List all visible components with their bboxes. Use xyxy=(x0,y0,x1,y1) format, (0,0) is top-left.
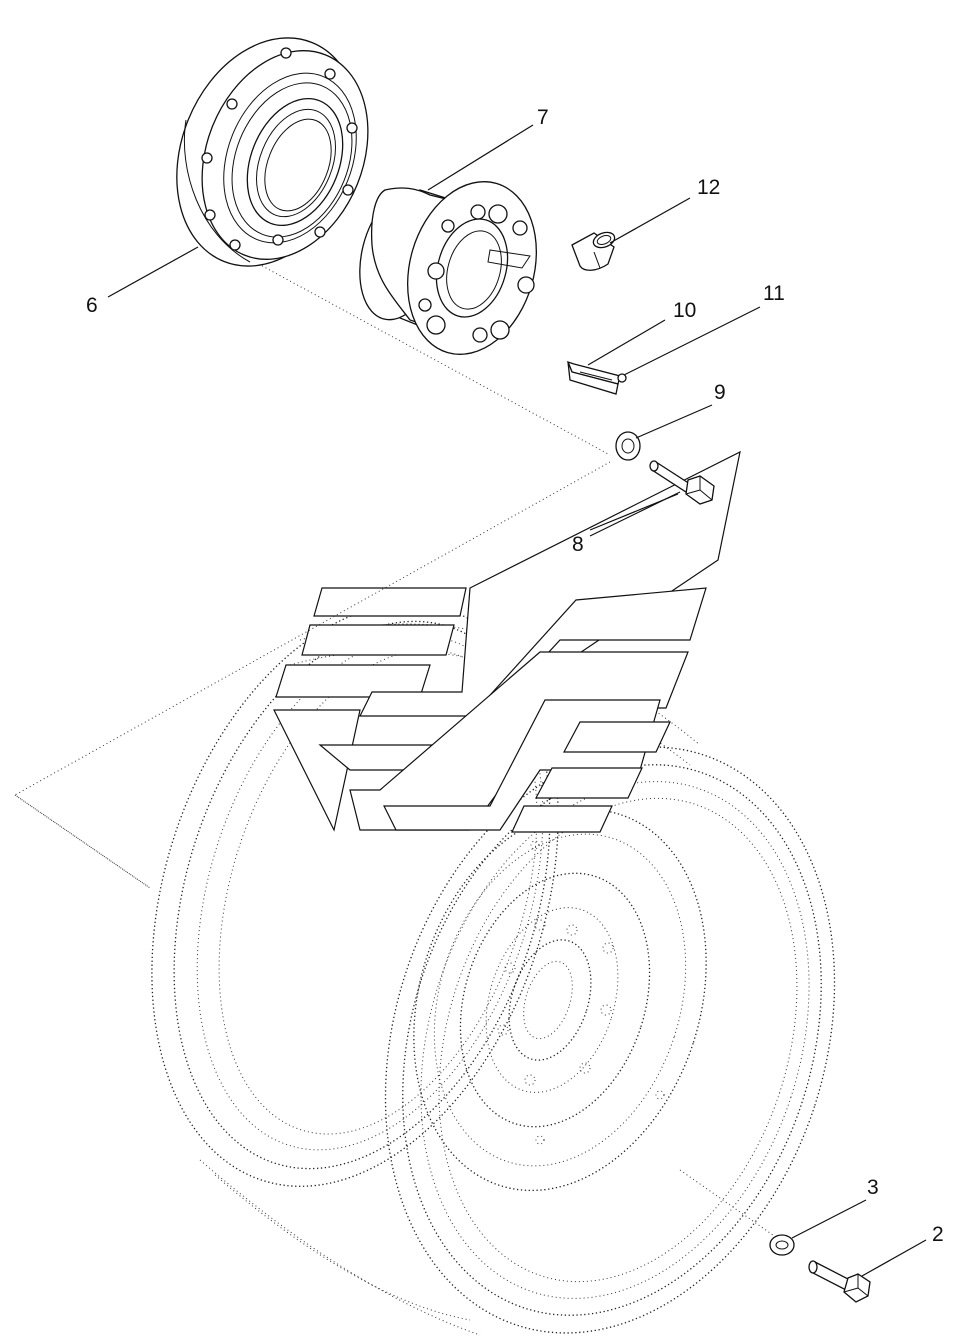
washer-icon xyxy=(615,431,641,461)
leader-11 xyxy=(623,306,761,376)
pin-icon xyxy=(617,373,627,383)
callout-10: 10 xyxy=(673,299,696,322)
leader-lines xyxy=(107,124,927,1277)
key-icon xyxy=(566,360,621,395)
leader-6 xyxy=(107,246,199,298)
watermark-logo-icon xyxy=(273,450,741,833)
bushing-icon xyxy=(571,231,616,271)
leader-10 xyxy=(587,319,666,366)
leader-9 xyxy=(635,404,713,439)
leader-2 xyxy=(861,1239,927,1277)
callout-11: 11 xyxy=(763,282,785,305)
callout-6: 6 xyxy=(86,294,98,317)
callout-9: 9 xyxy=(714,381,726,404)
callout-12: 12 xyxy=(697,176,720,199)
washer-icon xyxy=(769,1234,795,1256)
leader-3 xyxy=(791,1199,867,1239)
wheel-hub-icon xyxy=(176,37,369,267)
callout-2: 2 xyxy=(932,1223,944,1246)
callout-labels: 6 7 12 10 11 9 8 3 2 xyxy=(86,106,944,1246)
leader-7 xyxy=(427,124,534,191)
leader-12 xyxy=(609,197,691,244)
callout-7: 7 xyxy=(537,106,549,129)
bolt-icon xyxy=(808,1260,871,1303)
callout-8: 8 xyxy=(572,533,584,556)
bolt-icon xyxy=(649,460,715,505)
leader-8b xyxy=(589,491,681,537)
assembly-center-lines xyxy=(14,261,781,1241)
callout-3: 3 xyxy=(867,1176,879,1199)
hub-adapter-icon xyxy=(359,181,537,355)
